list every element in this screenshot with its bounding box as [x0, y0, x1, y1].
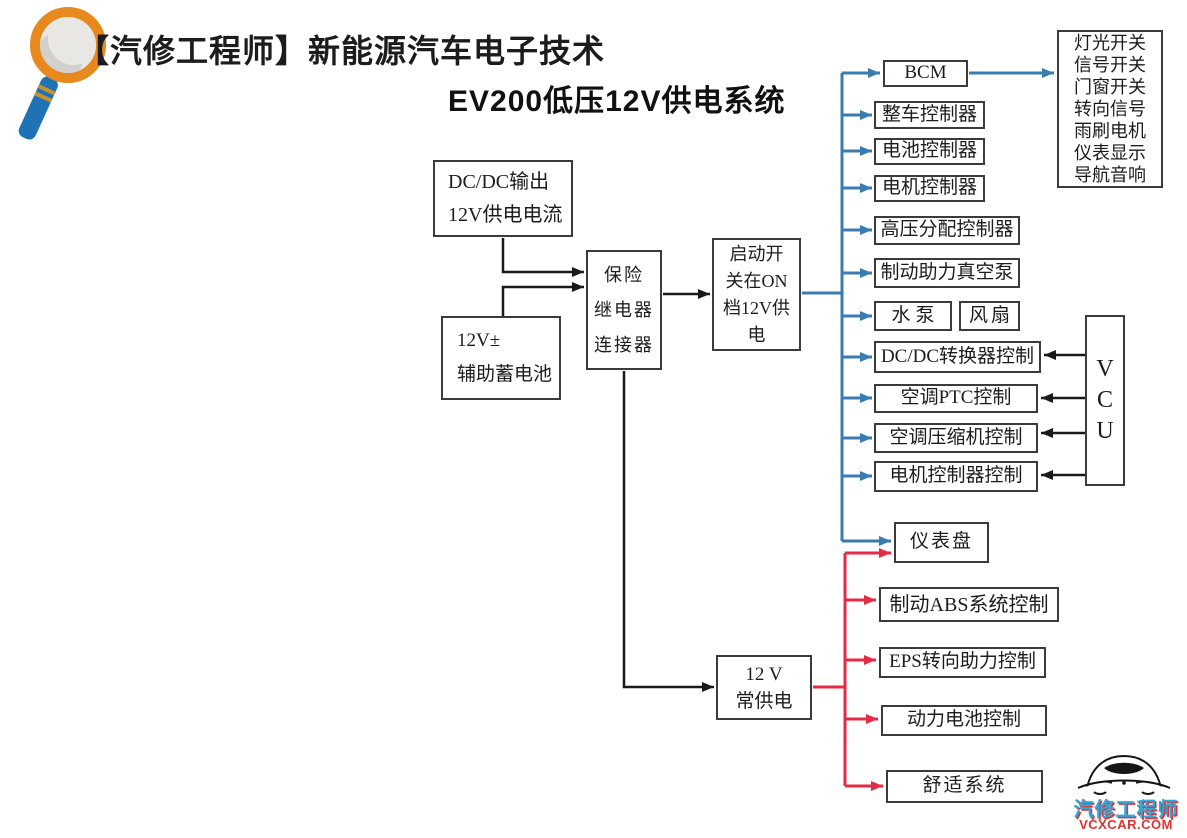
- node-eps-control: EPS转向助力控制: [879, 647, 1046, 678]
- node-water-pump: 水泵: [874, 301, 952, 331]
- node-motor-controller: 电机控制器: [874, 175, 985, 202]
- node-hv-distribution-controller: 高压分配控制器: [874, 216, 1020, 245]
- magnifier-icon: [18, 7, 106, 140]
- node-ac-ptc-control: 空调PTC控制: [874, 384, 1038, 413]
- node-ac-compressor-control: 空调压缩机控制: [874, 423, 1038, 453]
- node-battery-controller: 电池控制器: [874, 138, 985, 165]
- node-brake-vacuum-pump: 制动助力真空泵: [874, 258, 1020, 288]
- node-fuse-relay-connector: 保险 继电器 连接器: [586, 250, 662, 370]
- node-bcm-loads: 灯光开关 信号开关 门窗开关 转向信号 雨刷电机 仪表显示 导航音响: [1057, 30, 1163, 188]
- brand-site: VCXCAR.COM: [1079, 817, 1173, 832]
- page-subtitle: EV200低压12V供电系统: [448, 85, 786, 118]
- node-abs-control: 制动ABS系统控制: [879, 587, 1059, 622]
- car-logo-icon: [1077, 754, 1171, 795]
- node-power-battery-control: 动力电池控制: [881, 705, 1047, 736]
- node-bcm: BCM: [883, 60, 968, 87]
- node-dcdc-converter-control: DC/DC转换器控制: [874, 341, 1041, 373]
- node-aux-battery: 12V± 辅助蓄电池: [441, 316, 561, 400]
- node-vehicle-controller: 整车控制器: [874, 101, 985, 129]
- node-motor-controller-control: 电机控制器控制: [874, 461, 1038, 492]
- node-vcu: V C U: [1085, 315, 1125, 486]
- node-comfort-system: 舒适系统: [886, 770, 1043, 803]
- node-ignition-on-supply: 启动开 关在ON 档12V供 电: [712, 238, 801, 351]
- node-dashboard: 仪表盘: [894, 522, 989, 563]
- node-fan: 风扇: [959, 301, 1020, 331]
- brand-name: 汽修工程师: [1073, 799, 1179, 821]
- node-dcdc-output: DC/DC输出 12V供电电流: [433, 160, 573, 237]
- node-constant-12v-supply: 12 V 常供电: [716, 655, 812, 720]
- page-title: 【汽修工程师】新能源汽车电子技术: [77, 33, 606, 69]
